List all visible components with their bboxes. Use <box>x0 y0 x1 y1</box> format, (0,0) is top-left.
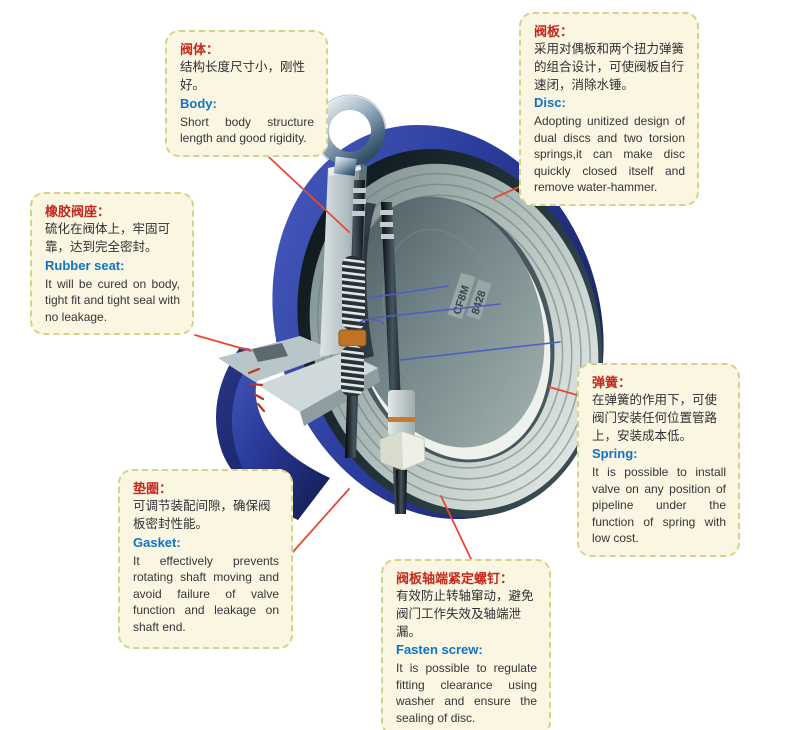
callout-spring-title-en: Spring: <box>592 446 638 462</box>
callout-rubber-seat-title-en: Rubber seat: <box>45 257 125 273</box>
leader-lines <box>194 144 578 560</box>
valve-shafts <box>338 180 561 514</box>
callout-body-title-en: Body: <box>180 95 217 111</box>
cutaway-shade <box>216 347 262 498</box>
callout-disc-desc-en: Adopting unitized design of dual discs a… <box>534 114 685 195</box>
shaft-right-tail <box>396 470 407 514</box>
leader-line-disc <box>493 186 520 199</box>
callout-fasten-screw-desc-en: It is possible to regulate fitting clear… <box>396 661 537 725</box>
callout-fasten-screw-desc-zh: 有效防止转轴窜动，避免阀门工作失效及轴端泄漏。 <box>396 589 534 639</box>
callout-rubber-seat-desc-en: It will be cured on body, tight fit and … <box>45 276 180 324</box>
shaft-top-bands <box>352 188 394 239</box>
red-chalk-marks <box>247 367 266 413</box>
callout-rubber-seat-title-zh: 橡胶阀座： <box>45 204 111 219</box>
shaft-boss <box>388 390 415 436</box>
leader-line-gasket <box>291 488 350 554</box>
boss-orange-band <box>388 417 415 422</box>
callout-rubber-seat-desc-zh: 硫化在阀体上，牢固可靠，达到完全密封。 <box>45 222 171 254</box>
callout-body: 阀体： 结构长度尺寸小，刚性好。 Body: Short body struct… <box>165 30 328 157</box>
callout-spring-title-zh: 弹簧： <box>592 375 632 390</box>
torsion-spring-wires <box>359 285 561 361</box>
callout-body-desc-zh: 结构长度尺寸小，刚性好。 <box>180 60 306 92</box>
seat-notch <box>252 343 288 362</box>
callout-gasket-desc-zh: 可调节装配间隙，确保阀板密封性能。 <box>133 499 271 531</box>
callout-body-desc-en: Short body structure length and good rig… <box>180 114 314 146</box>
leader-line-body <box>255 144 350 233</box>
callout-disc-title-en: Disc: <box>534 95 566 111</box>
callout-disc-desc-zh: 采用对偶板和两个扭力弹簧的组合设计，可使阀板自行速闭，消除水锤。 <box>534 42 685 92</box>
spring-coil-lower <box>341 346 364 396</box>
cut-face-upper <box>218 336 338 382</box>
leader-line-spring <box>548 386 578 396</box>
callout-gasket-title-en: Gasket: <box>133 534 181 550</box>
leader-line-rubber-seat <box>194 334 252 352</box>
callout-gasket-desc-en: It effectively prevents rotating shaft m… <box>133 553 279 634</box>
callout-spring: 弹簧： 在弹簧的作用下，可使阀门安装任何位置管路上，安装成本低。 Spring:… <box>577 363 740 558</box>
callout-gasket: 垫圈： 可调节装配间隙，确保阀板密封性能。 Gasket: It effecti… <box>118 469 293 649</box>
washer-orange <box>338 329 367 347</box>
callout-disc-title-zh: 阀板： <box>534 24 574 39</box>
callout-gasket-title-zh: 垫圈： <box>133 481 173 496</box>
callout-fasten-screw-title-zh: 阀板轴端紧定螺钉： <box>396 571 514 586</box>
spring-coil-upper <box>342 256 365 330</box>
callout-rubber-seat: 橡胶阀座： 硫化在阀体上，牢固可靠，达到完全密封。 Rubber seat: I… <box>30 192 194 336</box>
callout-fasten-screw-title-en: Fasten screw: <box>396 642 483 658</box>
callout-disc: 阀板： 采用对偶板和两个扭力弹簧的组合设计，可使阀板自行速闭，消除水锤。 Dis… <box>519 12 699 207</box>
callout-spring-desc-en: It is possible to install valve on any p… <box>592 465 726 546</box>
callout-spring-desc-zh: 在弹簧的作用下，可使阀门安装任何位置管路上，安装成本低。 <box>592 393 718 443</box>
callout-body-title-zh: 阀体： <box>180 42 220 57</box>
leader-line-fasten-screw <box>440 495 472 560</box>
hex-nut-facet <box>380 431 403 470</box>
callout-fasten-screw: 阀板轴端紧定螺钉： 有效防止转轴窜动，避免阀门工作失效及轴端泄漏。 Fasten… <box>381 559 551 730</box>
